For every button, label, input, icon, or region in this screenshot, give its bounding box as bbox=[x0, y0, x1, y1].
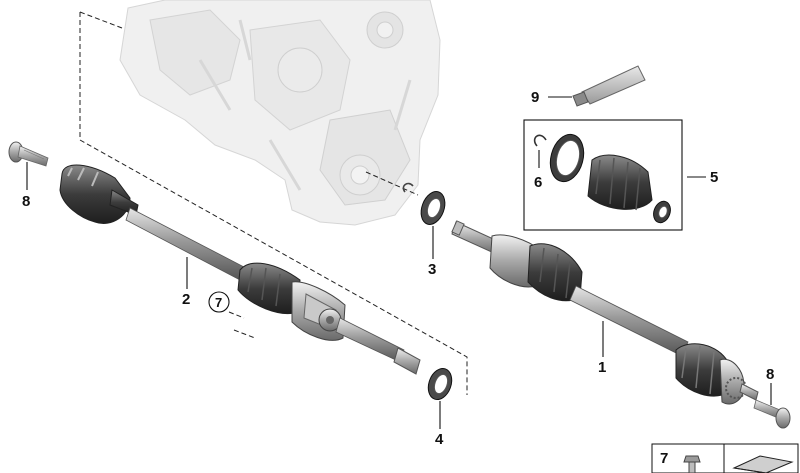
right-drive-shaft bbox=[451, 220, 759, 405]
callout-2: 2 bbox=[182, 291, 190, 308]
leader-lines bbox=[26, 96, 772, 429]
gearbox-housing-ghost bbox=[119, 0, 441, 226]
seal-ring-3 bbox=[402, 182, 446, 225]
seal-ring-4 bbox=[427, 368, 453, 400]
legend-number-7: 7 bbox=[660, 450, 668, 467]
callout-3: 3 bbox=[428, 261, 436, 278]
callout-7: 7 bbox=[215, 295, 222, 310]
legend-box: 7 bbox=[651, 443, 799, 473]
callout-1: 1 bbox=[598, 359, 606, 376]
right-bolt bbox=[753, 399, 791, 429]
callouts: 9 5 6 8 2 3 4 1 8 7 bbox=[22, 89, 774, 448]
callout-5: 5 bbox=[710, 169, 718, 186]
callout-9: 9 bbox=[531, 89, 539, 106]
left-bolt bbox=[8, 141, 49, 167]
callout-8-left: 8 bbox=[22, 193, 30, 210]
grease-tube bbox=[572, 65, 646, 107]
shim-plate-icon bbox=[732, 455, 794, 473]
boot-repair-kit-box bbox=[523, 119, 683, 231]
callout-7-circle bbox=[208, 291, 230, 313]
callout-4: 4 bbox=[435, 431, 444, 448]
left-drive-shaft bbox=[8, 141, 421, 375]
callout-6: 6 bbox=[534, 174, 542, 191]
callout-8-right: 8 bbox=[766, 366, 774, 383]
bolt-icon bbox=[683, 455, 701, 473]
assembly-dashed-lines bbox=[79, 11, 468, 395]
